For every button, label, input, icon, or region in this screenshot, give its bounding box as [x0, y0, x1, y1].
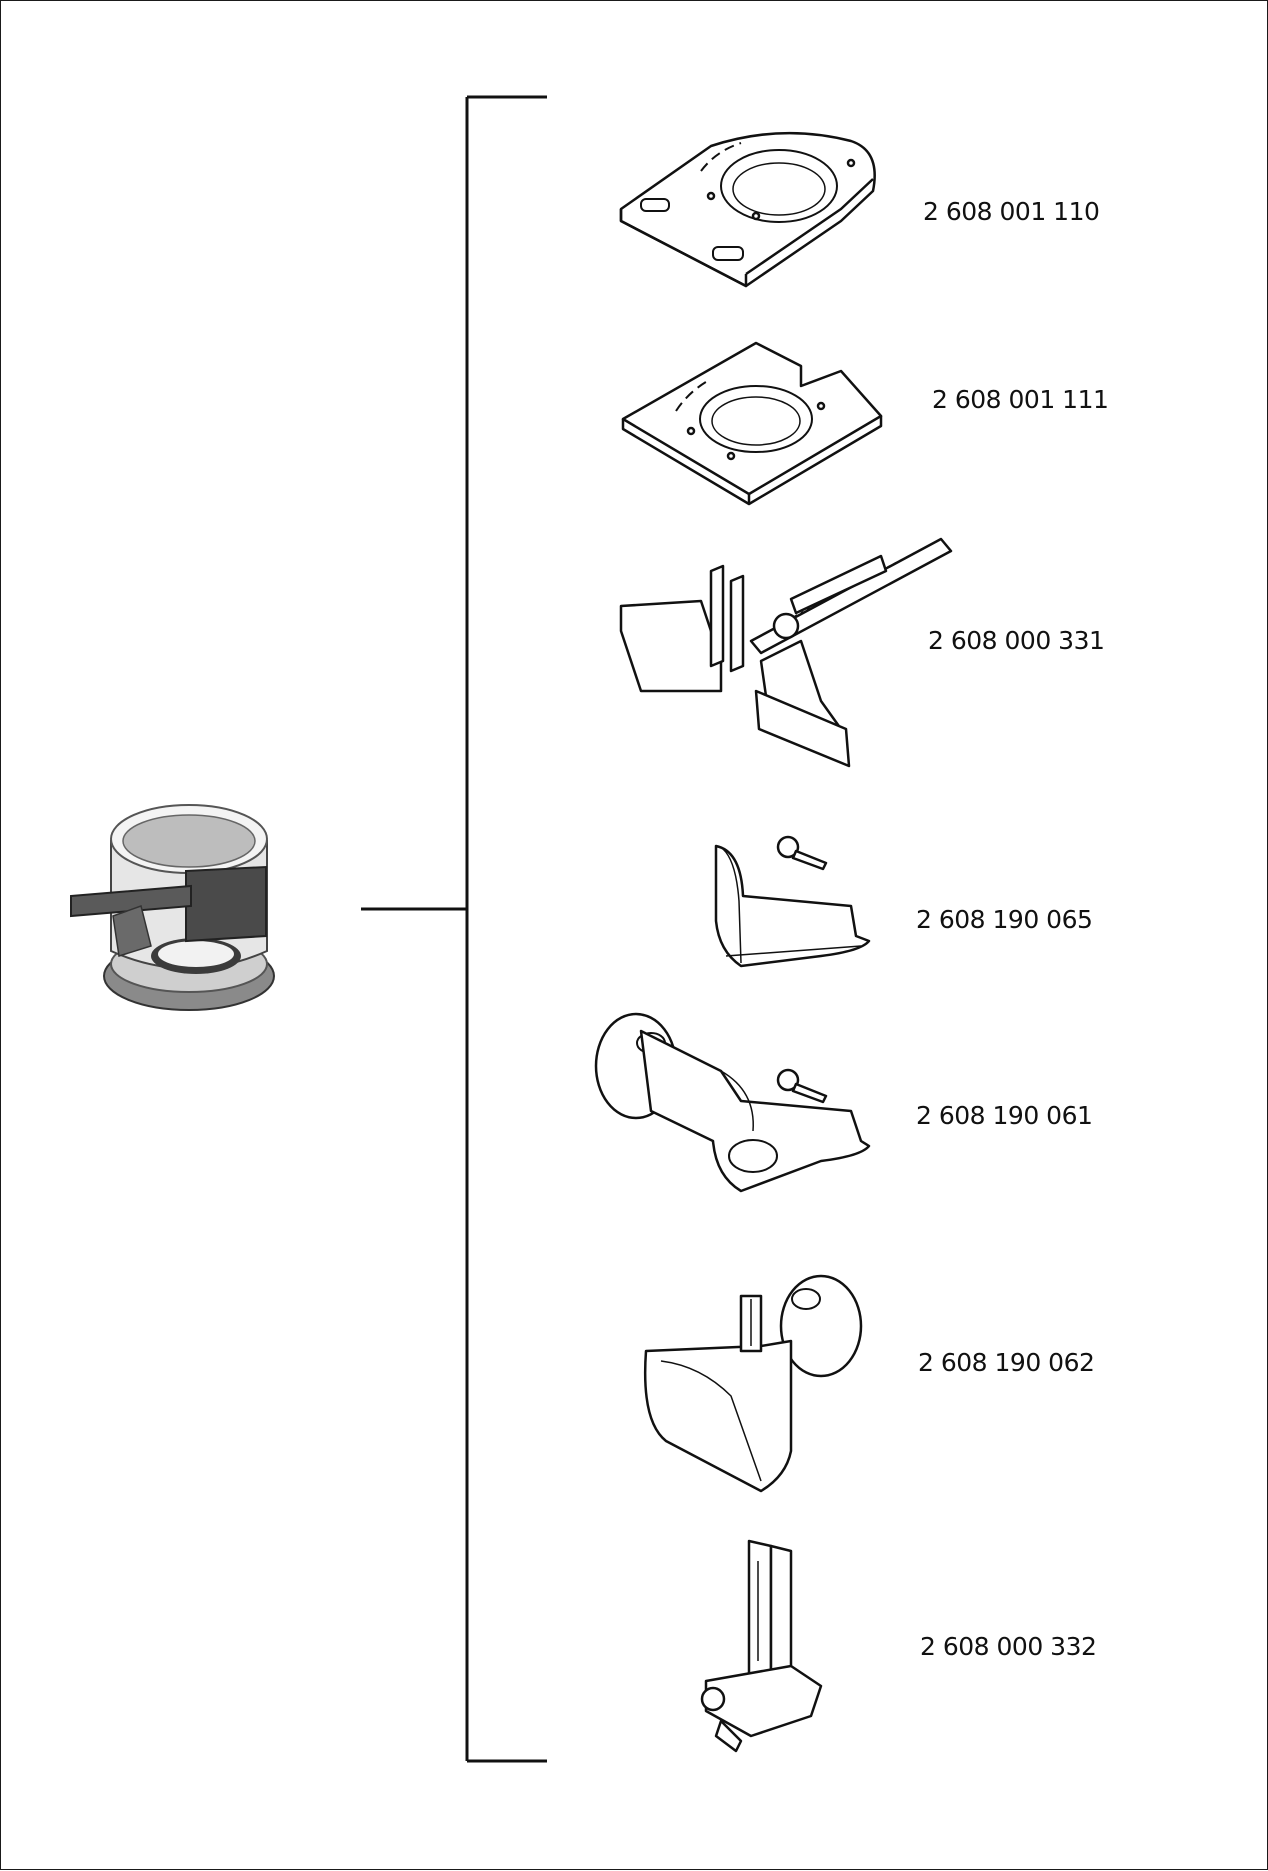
bracket-connector [361, 95, 547, 1763]
part-number-label: 2 608 190 061 [916, 1101, 1093, 1130]
dust-hood-icon [714, 835, 871, 968]
base-plate-square-icon [621, 341, 883, 506]
dust-extraction-adapter-icon [594, 1012, 871, 1193]
router-base-icon [70, 804, 275, 1011]
part-number-label: 2 608 190 065 [916, 905, 1093, 934]
part-number-label: 2 608 001 110 [923, 197, 1100, 226]
guide-fence-icon [700, 1539, 823, 1753]
parallel-guide-icon [619, 537, 953, 768]
base-plate-rounded-icon [619, 131, 876, 288]
part-number-label: 2 608 000 331 [928, 626, 1105, 655]
part-number-label: 2 608 001 111 [932, 385, 1109, 414]
dust-extraction-hood-icon [643, 1274, 863, 1493]
part-number-label: 2 608 000 332 [920, 1632, 1097, 1661]
part-number-label: 2 608 190 062 [918, 1348, 1095, 1377]
